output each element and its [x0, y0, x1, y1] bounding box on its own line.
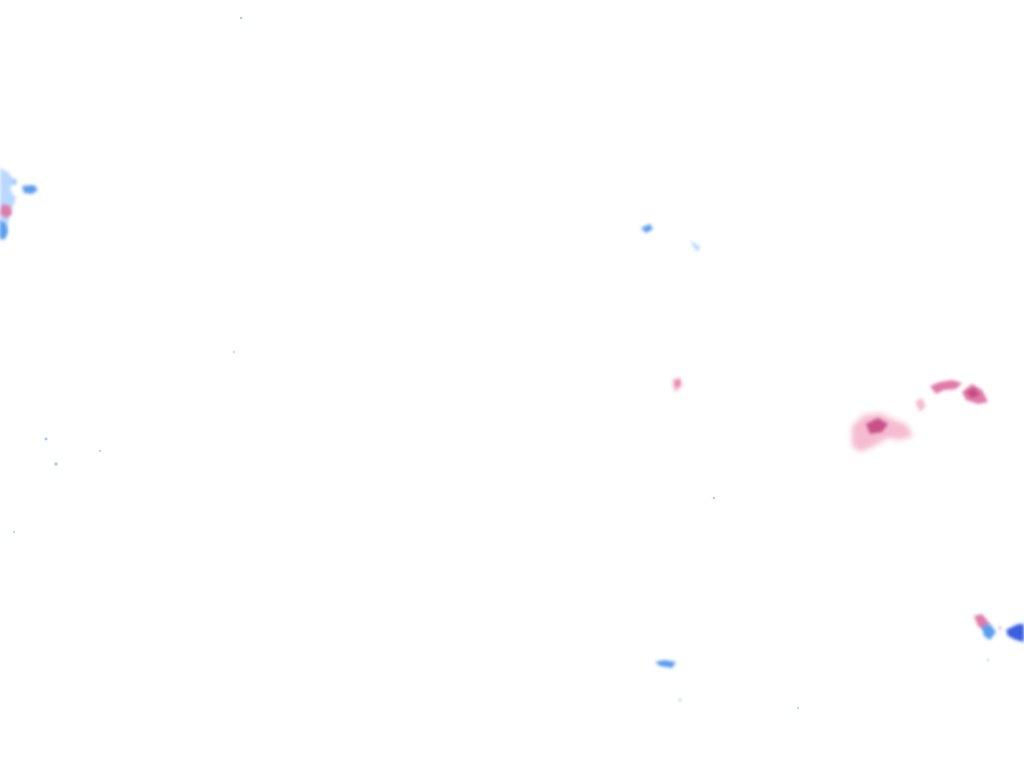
- rain-light-echo: [690, 241, 700, 252]
- rain-moderate-echo: [0, 220, 8, 240]
- mixed-heavy-echo: [866, 418, 888, 434]
- rain-light-echo: [99, 450, 101, 452]
- mixed-heavy-echo: [966, 388, 980, 398]
- mixed-moderate-echo: [0, 204, 12, 218]
- echo-cluster-center-small: [672, 377, 683, 392]
- echo-cluster-east-band: [852, 380, 988, 452]
- rain-light-echo: [712, 496, 716, 500]
- mixed-moderate-echo: [675, 380, 680, 387]
- rain-moderate-echo: [982, 624, 996, 640]
- rain-light-echo: [44, 437, 48, 441]
- rain-light-echo: [0, 168, 16, 240]
- mixed-moderate-echo: [930, 380, 962, 394]
- mixed-light-echo: [915, 398, 926, 412]
- rain-moderate-echo: [655, 660, 676, 668]
- rain-light-echo: [11, 179, 17, 185]
- echo-cluster-southeast-edge: [974, 614, 1024, 662]
- rain-light-echo: [13, 531, 15, 533]
- echo-cluster-south-center: [655, 660, 682, 702]
- rain-light-echo: [233, 351, 235, 353]
- echo-cluster-west-specks: [13, 16, 799, 709]
- rain-heavy-echo: [1006, 624, 1024, 642]
- echo-cluster-west-edge: [0, 168, 38, 240]
- rain-light-echo: [986, 658, 990, 662]
- mixed-light-echo: [852, 413, 913, 452]
- rain-light-echo: [54, 462, 58, 466]
- echo-cluster-north-center: [641, 224, 700, 252]
- rain-light-echo: [797, 707, 799, 709]
- rain-moderate-echo: [641, 224, 653, 233]
- mixed-light-echo: [998, 626, 1002, 630]
- rain-light-echo: [239, 16, 243, 20]
- rain-moderate-echo: [22, 185, 38, 194]
- rain-light-echo: [678, 698, 682, 702]
